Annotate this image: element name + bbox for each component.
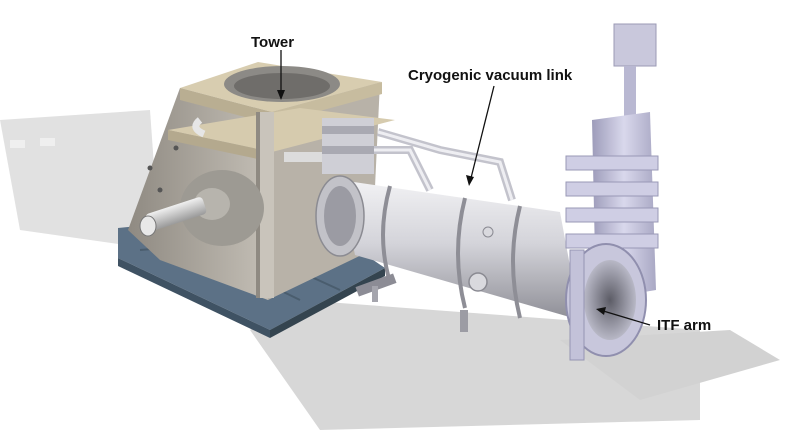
cryogenic-vessel [315,175,580,332]
link-leader [469,85,495,183]
itf-arm-label: ITF arm [657,317,711,334]
arm-leader [599,309,651,326]
ground-shadow [0,110,780,430]
cryogenic-pipes [322,118,516,202]
gate-valve [565,23,659,361]
cryogenic-vacuum-link-label: Cryogenic vacuum link [408,67,573,84]
tower-label: Tower [251,34,294,51]
callout-leaders [277,50,651,326]
